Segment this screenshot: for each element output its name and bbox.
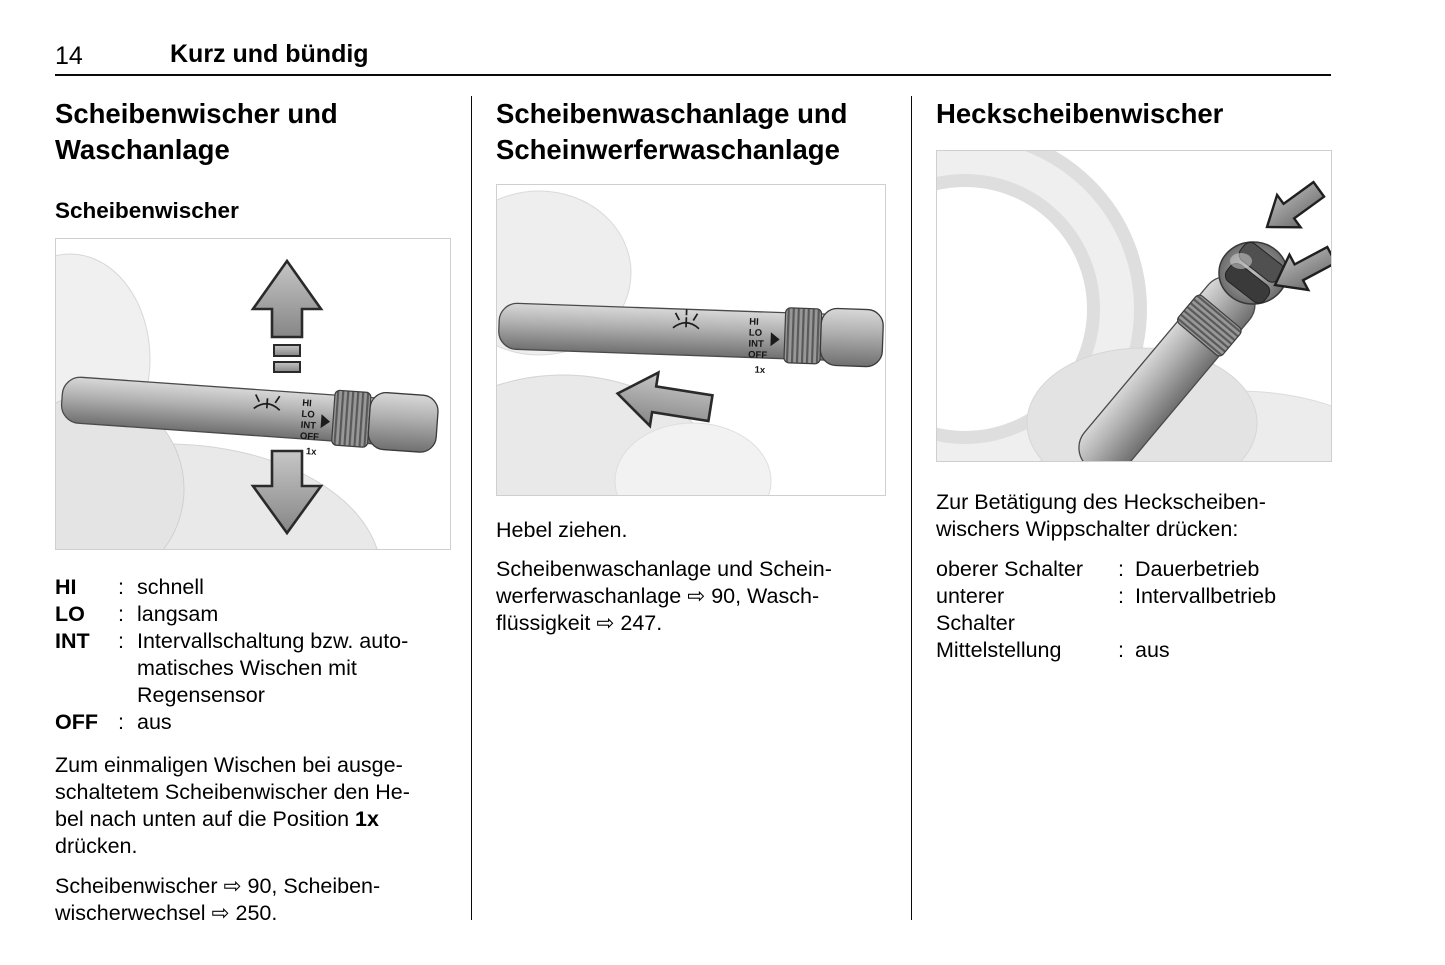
list-item: oberer Schalter : Dauerbetrieb <box>936 556 1332 583</box>
stalk-label-once: 1x <box>306 446 318 458</box>
pull-lever-paragraph: Hebel ziehen. <box>496 518 628 542</box>
pull-arrow-icon <box>615 370 714 429</box>
section-title-washer: Scheibenwaschanlage und Scheinwerferwasc… <box>496 98 848 165</box>
def-colon: : <box>118 575 124 599</box>
rear-wiper-intro-paragraph: Zur Betätigung des Heckscheiben- wischer… <box>936 490 1266 541</box>
def-text: Intervallbetrieb <box>1135 584 1277 608</box>
knurled-ring <box>1177 294 1242 357</box>
rear-wiper-figure <box>936 150 1332 462</box>
stalk-mode-labels: HI LO INT OFF 1x <box>748 316 768 376</box>
intermittent-dashes-icon <box>273 344 301 373</box>
rocker-switch <box>1224 242 1284 304</box>
list-item: HI : schnell <box>55 574 451 601</box>
single-wipe-paragraph: Zum einmaligen Wischen bei ausge- schalt… <box>55 752 451 860</box>
stalk-end-knob <box>819 307 884 368</box>
def-colon: : <box>1118 638 1124 662</box>
stalk-label-int: INT <box>300 420 316 432</box>
stalk-label-hi: HI <box>749 316 759 327</box>
def-term: INT <box>55 629 90 653</box>
list-item: Mittelstellung : aus <box>936 637 1332 664</box>
wiper-mode-list: HI : schnell LO : langsam INT : Interval… <box>55 574 451 736</box>
washer-stalk-figure: HI LO INT OFF 1x <box>496 184 886 496</box>
paragraph-text: drücken. <box>55 834 138 858</box>
stalk-label-hi: HI <box>302 398 312 410</box>
stalk-label-off: OFF <box>748 349 768 361</box>
stalk-label-off: OFF <box>300 431 320 443</box>
press-arrow-upper-icon <box>1265 180 1326 229</box>
def-term: unterer Schalter <box>936 584 1015 635</box>
cap-highlight <box>1230 253 1252 269</box>
def-text: aus <box>137 710 172 734</box>
wiper-references-paragraph: Scheibenwischer ⇨ 90, Scheiben- wischerw… <box>55 874 381 925</box>
stalk-mode-labels: HI LO INT OFF 1x <box>300 398 320 458</box>
def-term: HI <box>55 575 77 599</box>
press-arrow-lower-icon <box>1273 245 1331 292</box>
down-arrow-icon <box>250 449 324 536</box>
rear-wiper-switch-list: oberer Schalter : Dauerbetrieb unterer S… <box>936 556 1332 664</box>
section-title-wiper: Scheibenwischer und Waschanlage <box>55 98 338 165</box>
list-item: LO : langsam <box>55 601 451 628</box>
washer-icon <box>672 309 700 330</box>
wiper-stalk-figure: HI LO INT OFF 1x <box>55 238 451 550</box>
def-colon: : <box>1118 557 1124 581</box>
def-colon: : <box>118 710 124 734</box>
washer-references-paragraph: Scheibenwaschanlage und Schein- werferwa… <box>496 557 832 635</box>
stalk-end-knob <box>367 392 439 453</box>
knurled-ring <box>331 389 372 448</box>
def-term: OFF <box>55 710 98 734</box>
mode-pointer-icon <box>320 414 331 429</box>
subsection-title-wiper: Scheibenwischer <box>55 198 239 223</box>
header-rule <box>55 74 1331 76</box>
page-number: 14 <box>55 42 83 70</box>
section-title-rear-wiper: Heckscheibenwischer <box>936 98 1224 129</box>
paragraph-text: Zum einmaligen Wischen bei ausge- schalt… <box>55 753 410 831</box>
emphasis-1x: 1x <box>355 807 379 831</box>
wiper-icon <box>253 394 281 411</box>
stalk-label-lo: LO <box>301 409 315 421</box>
def-colon: : <box>1118 584 1124 608</box>
def-colon: : <box>118 629 124 653</box>
def-term: LO <box>55 602 85 626</box>
wiper-stalk: HI LO INT OFF 1x <box>60 376 439 458</box>
def-term: Mittelstellung <box>936 638 1062 662</box>
column-wiper: Scheibenwischer und Waschanlage Scheiben… <box>55 96 451 927</box>
column-rear-wiper: Heckscheibenwischer <box>936 96 1332 664</box>
stalk-label-once: 1x <box>754 365 766 376</box>
def-text: schnell <box>137 575 204 599</box>
def-term: oberer Schalter <box>936 557 1083 581</box>
up-arrow-icon <box>250 258 324 339</box>
list-item: INT : Intervallschaltung bzw. auto- mati… <box>55 628 451 709</box>
column-washer: Scheibenwaschanlage und Scheinwerferwasc… <box>496 96 886 637</box>
column-divider-1 <box>471 96 472 920</box>
def-text: Intervallschaltung bzw. auto- matisches … <box>137 629 409 707</box>
list-item: OFF : aus <box>55 709 451 736</box>
stalk-label-int: INT <box>748 338 764 350</box>
def-text: Dauerbetrieb <box>1135 557 1260 581</box>
def-text: langsam <box>137 602 219 626</box>
def-text: aus <box>1135 638 1170 662</box>
mode-pointer-icon <box>770 332 780 347</box>
chapter-title: Kurz und bündig <box>170 40 369 68</box>
stalk-label-lo: LO <box>749 327 763 338</box>
def-colon: : <box>118 602 124 626</box>
washer-stalk: HI LO INT OFF 1x <box>498 302 884 376</box>
knurled-ring <box>783 307 823 365</box>
column-divider-2 <box>911 96 912 920</box>
list-item: unterer Schalter : Intervallbetrieb <box>936 583 1332 637</box>
